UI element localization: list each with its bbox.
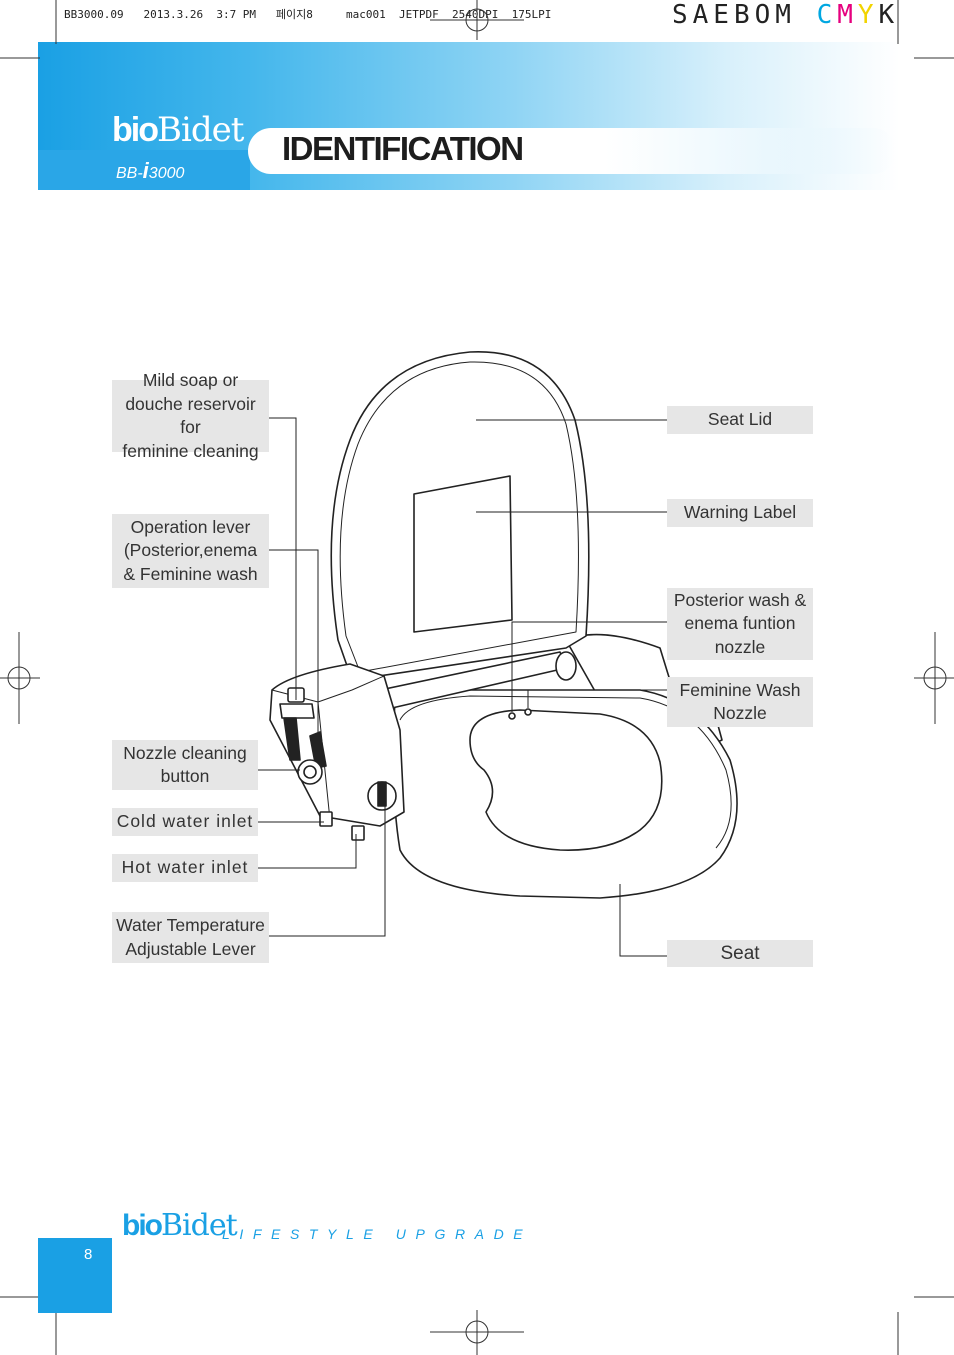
page-title: IDENTIFICATION [282, 130, 524, 167]
color-bar-brand: SAEBOM CMYK [672, 0, 899, 30]
label-line: Water Temperature [116, 915, 265, 935]
label-line: douche reservoir for [125, 393, 256, 438]
label-line: & Feminine wash [123, 563, 258, 584]
label-line: Posterior wash & [673, 589, 807, 610]
model-name: BB-i3000 [116, 158, 184, 184]
bidet-seat-drawing [269, 351, 738, 899]
label-operation-lever: Operation lever (Posterior,enema& Feminin… [112, 514, 269, 588]
logo-bidet: Bidet [156, 110, 244, 150]
magenta-letter: M [837, 0, 858, 30]
brand-name: SAEBOM [672, 0, 817, 30]
footer-logo-bidet: Bidet [161, 1208, 238, 1243]
logo-bio: bio [112, 111, 159, 149]
footer-tagline: LIFESTYLE UPGRADE [222, 1226, 533, 1242]
yellow-letter: Y [857, 0, 879, 30]
label-line: Nozzle [713, 703, 767, 723]
model-i: i [142, 158, 149, 183]
label-seat: Seat [667, 940, 813, 967]
footer-logo-bio: bio [122, 1209, 163, 1242]
label-line: (Posterior,enema [123, 540, 258, 561]
title-pill [248, 128, 896, 174]
header-band-logo-area [38, 150, 250, 190]
label-line: Adjustable Lever [125, 938, 256, 959]
label-line: Operation lever [130, 516, 251, 537]
label-cold-water-inlet: Cold water inlet [112, 808, 258, 836]
label-line: enema funtion [684, 613, 796, 634]
label-seat-lid: Seat Lid [667, 406, 813, 434]
label-line: nozzle [714, 636, 766, 657]
label-line: button [160, 766, 210, 786]
biobidet-logo: bioBidet [112, 110, 244, 150]
black-letter: K [878, 0, 900, 30]
label-line: feminine cleaning [122, 440, 259, 461]
label-line: Feminine Wash [679, 679, 801, 700]
label-line: Nozzle cleaning [123, 742, 247, 763]
warning-label-plate [413, 475, 513, 633]
page-number-box [38, 1238, 112, 1313]
print-slug: BB3000.09 2013.3.26 3:7 PM 페이지8 mac001 J… [64, 8, 552, 21]
leader-lines [258, 417, 667, 957]
label-warning-label: Warning Label [667, 499, 813, 527]
label-line: Mild soap or [142, 370, 239, 390]
label-nozzle-cleaning: Nozzle cleaning button [112, 740, 258, 790]
label-hot-water-inlet: Hot water inlet [112, 854, 258, 882]
model-prefix: BB- [116, 165, 143, 182]
cyan-letter: C [816, 0, 838, 30]
model-number: 3000 [148, 165, 185, 182]
page-number: 8 [84, 1246, 93, 1263]
footer-biobidet-logo: bioBidet [122, 1208, 238, 1243]
seat-opening [469, 709, 663, 851]
